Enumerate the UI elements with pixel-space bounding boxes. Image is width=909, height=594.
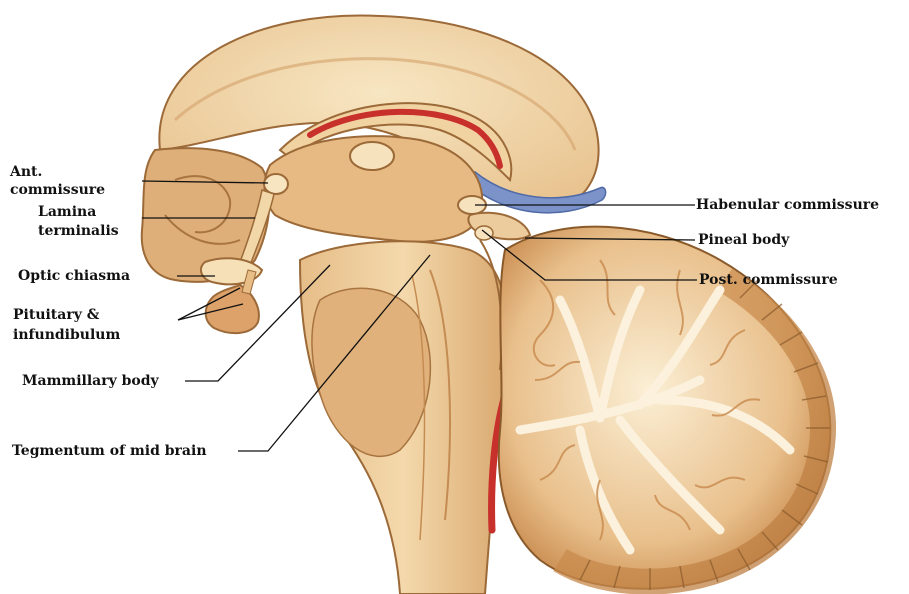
leader-tegmentum <box>238 255 430 451</box>
leader-pineal <box>525 238 695 240</box>
label-optic-chiasma: Optic chiasma <box>18 267 130 286</box>
leader-pituitary <box>178 288 240 320</box>
label-post-commissure: Post. commissure <box>699 271 838 290</box>
label-pituitary-line2: infundibulum <box>13 326 120 345</box>
label-ant-commissure-line1: Ant. <box>10 163 42 182</box>
label-pituitary-line1: Pituitary & <box>13 306 99 325</box>
leader-post-commissure <box>482 230 697 280</box>
label-pineal-body: Pineal body <box>698 231 789 250</box>
label-mammillary-body: Mammillary body <box>22 372 159 391</box>
label-lamina-terminalis-line1: Lamina <box>38 203 96 222</box>
leader-ant-commissure <box>142 181 268 183</box>
label-habenular-commissure: Habenular commissure <box>696 196 879 215</box>
label-tegmentum: Tegmentum of mid brain <box>12 442 207 461</box>
label-lamina-terminalis-line2: terminalis <box>38 222 119 241</box>
label-ant-commissure-line2: commissure <box>10 181 105 200</box>
leader-mammillary <box>185 265 330 381</box>
